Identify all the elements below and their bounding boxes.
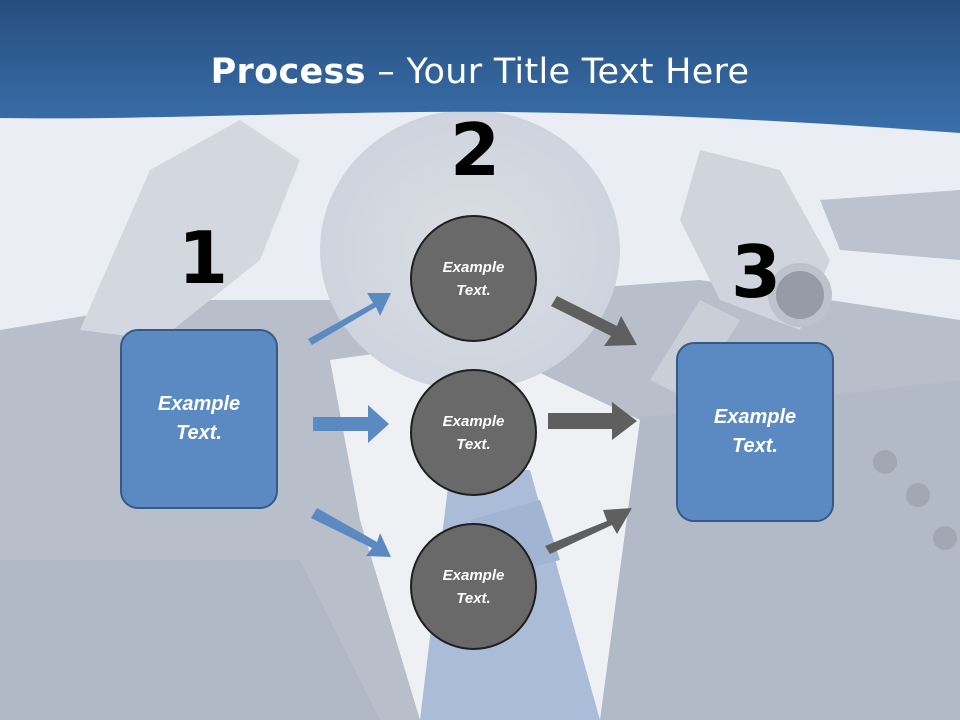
right-box-line2: Text. [732, 435, 778, 457]
left-box-line2: Text. [176, 422, 222, 444]
arrow-right-blue [313, 405, 389, 443]
arrow-up-right-blue [308, 293, 391, 345]
circle-top: Example Text. [410, 215, 537, 342]
step-number-1: 1 [178, 216, 229, 300]
circle-middle-line1: Example [442, 412, 505, 430]
arrow-right-gray [548, 402, 637, 440]
circle-middle: Example Text. [410, 369, 537, 496]
step-number-3: 3 [731, 230, 782, 314]
slide-title: Process – Your Title Text Here [0, 52, 960, 92]
circle-top-line2: Text. [456, 281, 491, 299]
circle-bottom-line2: Text. [456, 589, 491, 607]
right-box: Example Text. [676, 342, 834, 522]
left-box: Example Text. [120, 329, 278, 509]
title-rest: – Your Title Text Here [365, 52, 750, 92]
header-band [0, 0, 960, 133]
arrow-down-right-blue [311, 508, 391, 557]
title-bold: Process [210, 52, 366, 92]
circle-bottom: Example Text. [410, 523, 537, 650]
circle-bottom-line1: Example [442, 566, 505, 584]
step-number-2: 2 [450, 108, 501, 192]
circle-top-line1: Example [442, 258, 505, 276]
right-box-line1: Example [713, 406, 797, 428]
arrow-down-right-gray [551, 296, 637, 346]
left-box-line1: Example [157, 393, 241, 415]
arrow-up-right-gray [545, 508, 632, 554]
circle-middle-line2: Text. [456, 435, 491, 453]
